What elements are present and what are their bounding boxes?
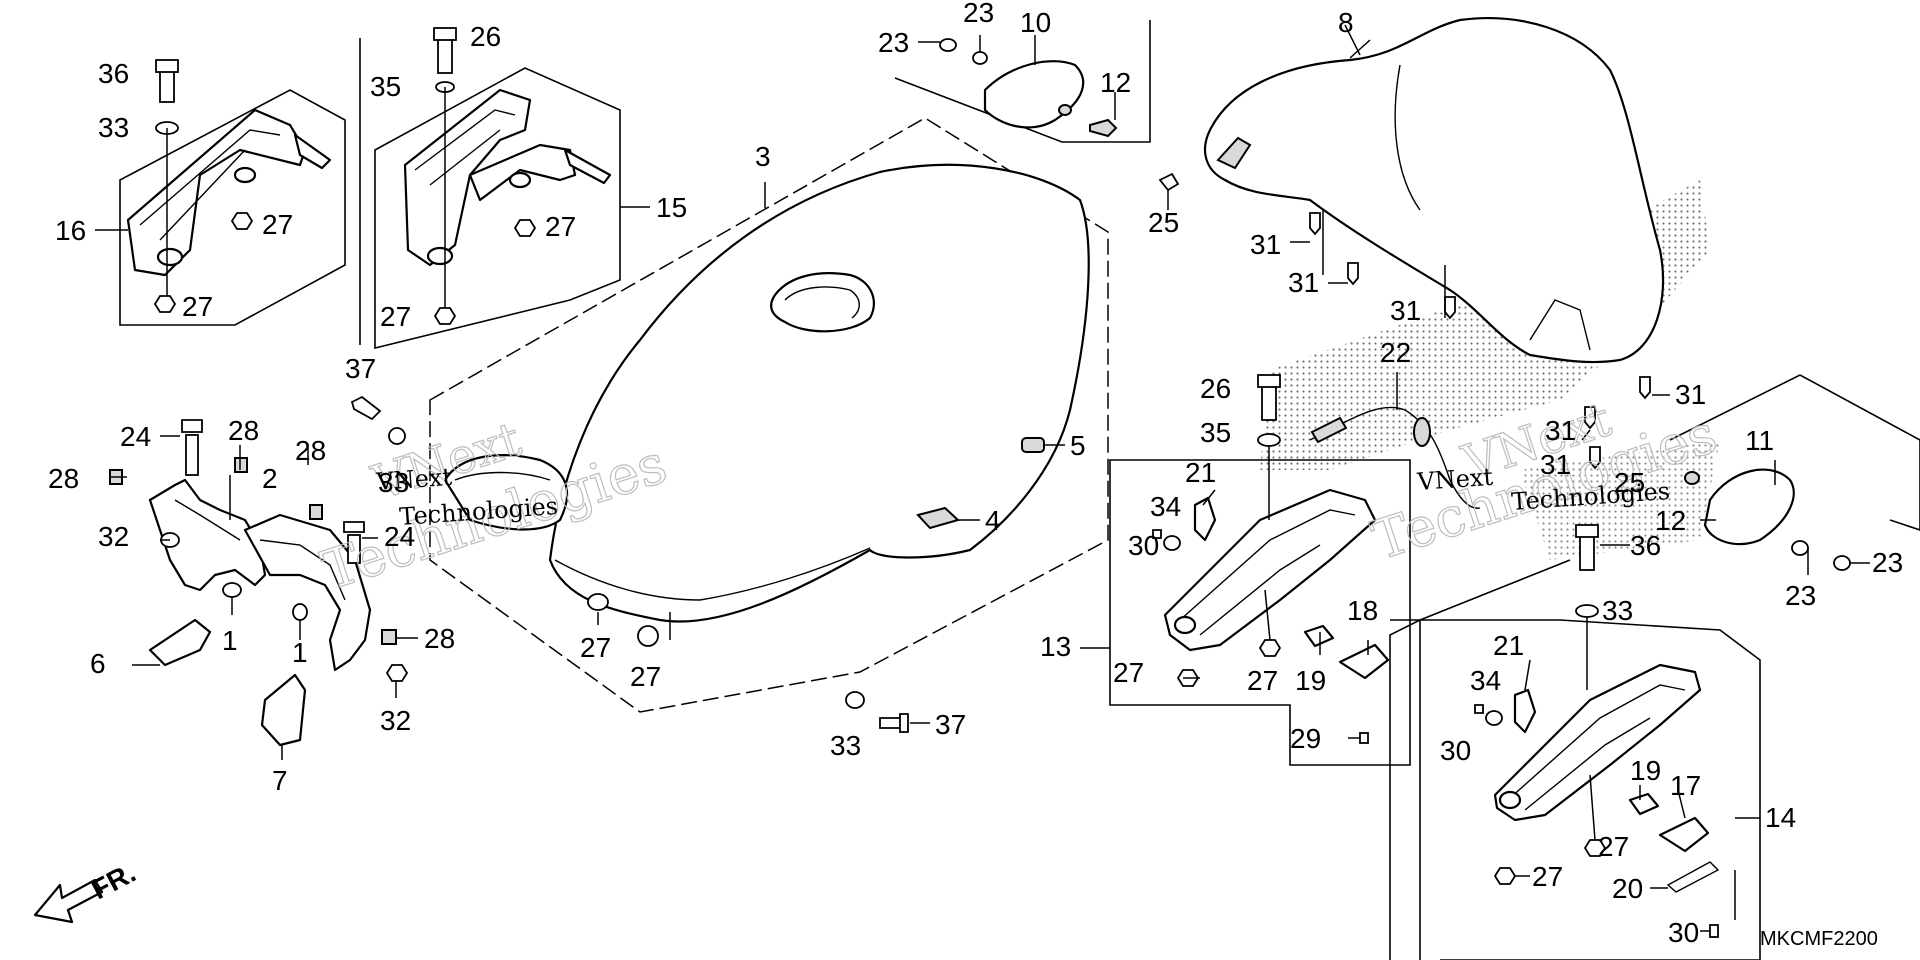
callout: 24 xyxy=(120,421,151,452)
callout: 2 xyxy=(262,463,278,494)
callout: 25 xyxy=(1614,467,1645,498)
callout: 29 xyxy=(1290,723,1321,754)
callout: 6 xyxy=(90,648,106,679)
callout: 7 xyxy=(272,765,288,796)
callout: 13 xyxy=(1040,631,1071,662)
callout: 23 xyxy=(1872,547,1903,578)
diagram-code: MKCMF2200 xyxy=(1760,928,1878,950)
callout: 12 xyxy=(1655,505,1686,536)
callout: 25 xyxy=(1148,207,1179,238)
callout: 26 xyxy=(1200,373,1231,404)
callout: 18 xyxy=(1347,595,1378,626)
callout: 15 xyxy=(656,192,687,223)
callout: 12 xyxy=(1100,67,1131,98)
callout: 27 xyxy=(1113,657,1144,688)
callout: 36 xyxy=(1630,530,1661,561)
callout: 31 xyxy=(1545,415,1576,446)
svg-text:VNext: VNext xyxy=(374,463,453,496)
callout: 27 xyxy=(1247,665,1278,696)
callout: 31 xyxy=(1288,267,1319,298)
callout: 27 xyxy=(1598,831,1629,862)
svg-text:VNext: VNext xyxy=(1415,463,1494,496)
callout: 14 xyxy=(1765,802,1796,833)
callout: 36 xyxy=(98,58,129,89)
callout: 28 xyxy=(295,435,326,466)
callout: 23 xyxy=(878,27,909,58)
backrest-group xyxy=(894,17,1670,470)
bracket-group xyxy=(109,419,418,760)
callout: 28 xyxy=(48,463,79,494)
callout: 27 xyxy=(182,291,213,322)
callout: 31 xyxy=(1540,449,1571,480)
callout: 33 xyxy=(98,112,129,143)
callout: 20 xyxy=(1612,873,1643,904)
front-direction-label: FR. xyxy=(86,857,140,906)
callout: 28 xyxy=(228,415,259,446)
callout: 28 xyxy=(424,623,455,654)
callout: 21 xyxy=(1493,630,1524,661)
callout: 1 xyxy=(292,637,308,668)
callout: 17 xyxy=(1670,770,1701,801)
callout: 33 xyxy=(830,730,861,761)
callout: 16 xyxy=(55,215,86,246)
callout: 35 xyxy=(370,71,401,102)
callout: 11 xyxy=(1745,425,1774,456)
callout: 30 xyxy=(1440,735,1471,766)
callout: 27 xyxy=(262,209,293,240)
callout: 23 xyxy=(963,0,994,28)
callout: 27 xyxy=(380,301,411,332)
handle-group-14 xyxy=(1389,524,1761,960)
callout: 27 xyxy=(580,632,611,663)
callout: 34 xyxy=(1470,665,1501,696)
callout: 32 xyxy=(380,705,411,736)
callout: 30 xyxy=(1668,917,1699,948)
callout: 31 xyxy=(1675,379,1706,410)
callout: 24 xyxy=(384,521,415,552)
callout: 19 xyxy=(1630,755,1661,786)
callout: 37 xyxy=(935,709,966,740)
callout: 33 xyxy=(1602,595,1633,626)
callout: 27 xyxy=(630,661,661,692)
callout: 35 xyxy=(1200,417,1231,448)
callout: 19 xyxy=(1295,665,1326,696)
callout: 23 xyxy=(1785,580,1816,611)
callout: 32 xyxy=(98,521,129,552)
callout: 34 xyxy=(1150,491,1181,522)
callout-labels: 36 33 16 27 27 26 35 15 27 27 3 23 23 10… xyxy=(48,0,1903,948)
handle-group-13 xyxy=(1080,372,1481,766)
callout: 22 xyxy=(1380,337,1411,368)
callout: 37 xyxy=(345,353,376,384)
callout: 1 xyxy=(222,625,238,656)
callout: 27 xyxy=(545,211,576,242)
callout: 10 xyxy=(1020,7,1051,38)
callout: 31 xyxy=(1250,229,1281,260)
callout: 26 xyxy=(470,21,501,52)
callout: 27 xyxy=(1532,861,1563,892)
callout: 31 xyxy=(1390,295,1421,326)
callout: 33 xyxy=(378,467,409,498)
pad-11-group xyxy=(1669,374,1920,575)
callout: 8 xyxy=(1338,7,1354,38)
callout: 4 xyxy=(985,505,1001,536)
callout: 21 xyxy=(1185,457,1216,488)
grab-rail-left-group xyxy=(95,59,346,326)
callout: 5 xyxy=(1070,430,1086,461)
callout: 3 xyxy=(755,141,771,172)
seat-group xyxy=(350,117,1109,733)
grab-rail-right-group xyxy=(359,27,650,350)
callout: 30 xyxy=(1128,530,1159,561)
front-direction-arrow xyxy=(33,878,104,924)
